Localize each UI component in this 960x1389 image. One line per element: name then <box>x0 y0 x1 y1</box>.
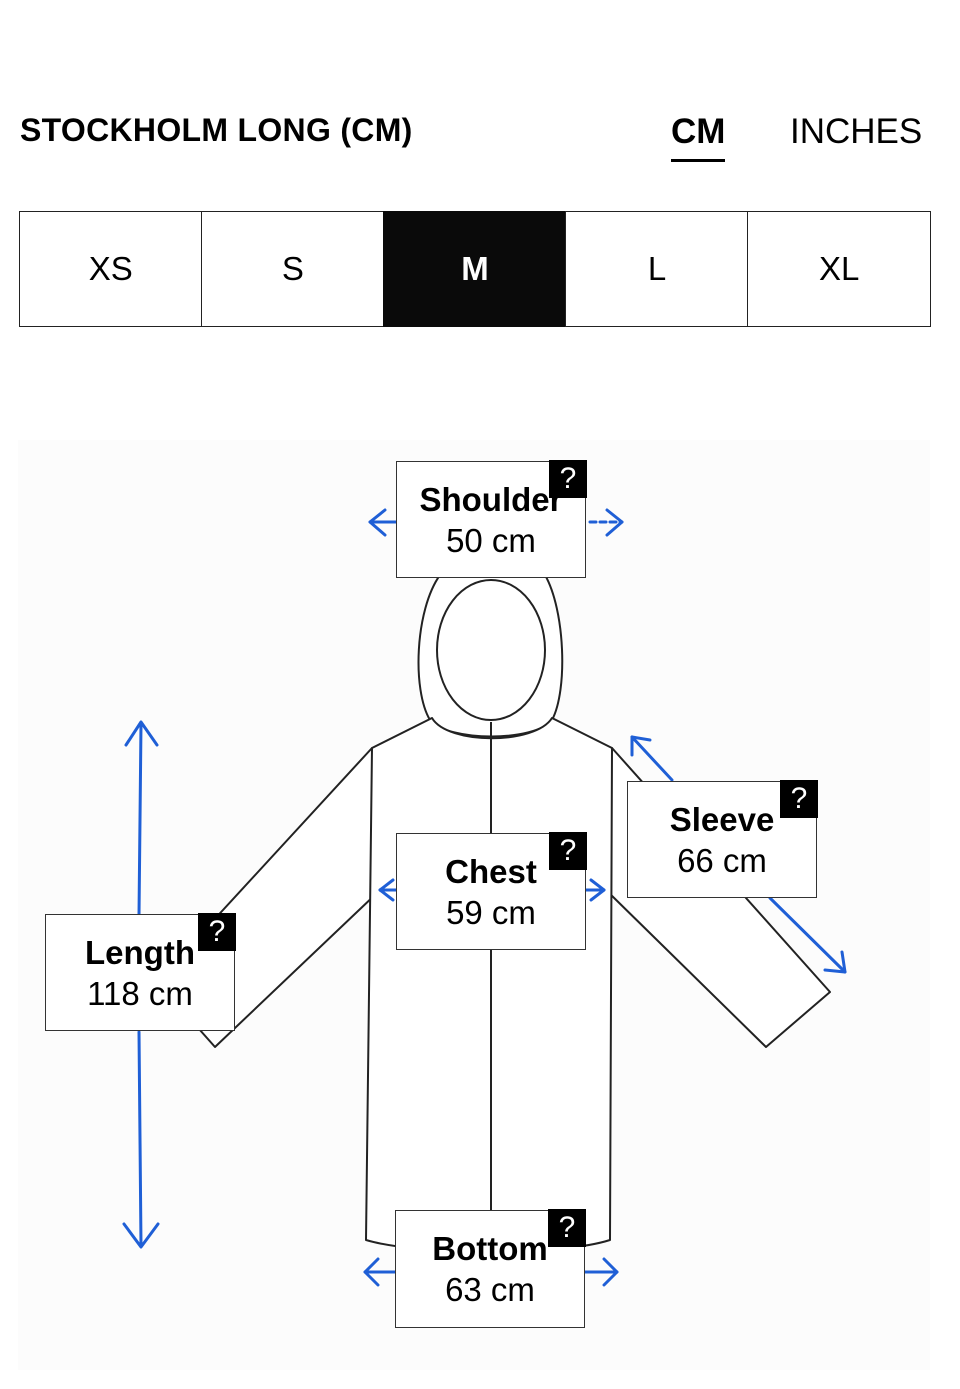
measurement-shoulder: Shoulder 50 cm ? <box>396 460 587 578</box>
size-button-s[interactable]: S <box>201 211 385 327</box>
size-button-m[interactable]: M <box>383 211 567 327</box>
measurement-label: Length <box>85 934 195 971</box>
measurement-length: Length 118 cm ? <box>45 913 236 1031</box>
help-icon[interactable]: ? <box>780 780 818 818</box>
measurement-bottom: Bottom 63 cm ? <box>395 1209 586 1328</box>
measurement-label: Shoulder <box>419 481 563 518</box>
measurement-value: 50 cm <box>446 522 536 559</box>
help-icon[interactable]: ? <box>548 1209 586 1247</box>
help-icon[interactable]: ? <box>549 832 587 870</box>
help-icon[interactable]: ? <box>549 460 587 498</box>
help-icon[interactable]: ? <box>198 913 236 951</box>
measurement-label: Chest <box>445 853 537 890</box>
measurement-label: Bottom <box>432 1230 548 1267</box>
body-outline <box>365 717 613 1253</box>
measurement-value: 59 cm <box>446 894 536 931</box>
hood-opening <box>436 579 546 721</box>
page-title: STOCKHOLM LONG (CM) <box>20 112 413 148</box>
unit-toggle-inches[interactable]: INCHES <box>790 112 923 151</box>
measurement-sleeve: Sleeve 66 cm ? <box>627 780 818 898</box>
measurement-chest: Chest 59 cm ? <box>396 832 587 950</box>
measurement-value: 118 cm <box>87 975 193 1012</box>
measurement-value: 63 cm <box>445 1271 535 1308</box>
size-selector: XS S M L XL <box>19 211 931 327</box>
measure-arrows <box>122 508 847 1287</box>
measurement-label: Sleeve <box>669 801 775 838</box>
unit-toggle-cm[interactable]: CM <box>671 112 726 162</box>
measurement-value: 66 cm <box>677 842 767 879</box>
size-button-xl[interactable]: XL <box>747 211 931 327</box>
size-button-xs[interactable]: XS <box>19 211 203 327</box>
